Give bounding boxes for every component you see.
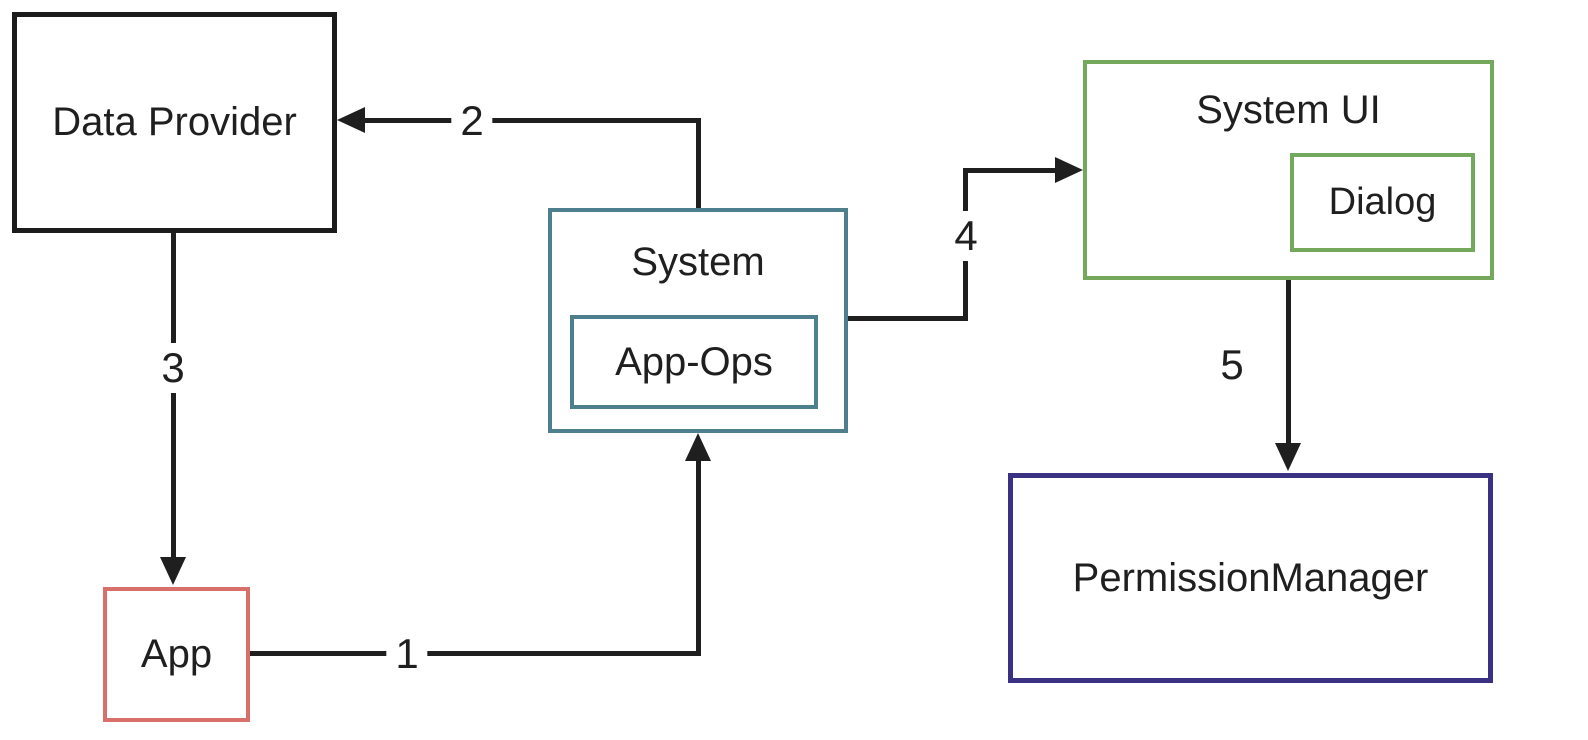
arrow-1-arrowhead-up-icon (685, 433, 711, 461)
edge-3-label: 3 (152, 343, 194, 393)
arrow-4-segment-horizontal-upper (963, 168, 1057, 173)
edge-2-label: 2 (451, 96, 493, 146)
edge-4-label: 4 (945, 211, 987, 261)
arrow-2-segment-horizontal (360, 118, 700, 123)
arrow-2-arrowhead-left-icon (337, 107, 365, 133)
node-dialog: Dialog (1290, 153, 1475, 252)
app-ops-label: App-Ops (615, 339, 773, 384)
arrow-5-arrowhead-down-icon (1275, 443, 1301, 471)
arrow-3-segment-vertical (171, 233, 176, 559)
node-data-provider: Data Provider (12, 12, 337, 233)
arrow-1-segment-horizontal (250, 651, 700, 656)
edge-5-label: 5 (1211, 340, 1253, 390)
node-permission-manager: PermissionManager (1008, 473, 1493, 683)
node-system-ui: System UI Dialog (1083, 60, 1494, 280)
arrow-4-arrowhead-right-icon (1055, 157, 1083, 183)
node-app: App (103, 587, 250, 722)
app-label: App (140, 632, 213, 676)
system-label: System (631, 239, 765, 284)
arrow-1-segment-vertical (696, 450, 701, 656)
arrow-5-segment-vertical (1286, 280, 1291, 446)
node-app-ops: App-Ops (570, 315, 818, 409)
edge-1-label: 1 (386, 629, 428, 679)
system-ui-label: System UI (1196, 87, 1381, 132)
node-system: System App-Ops (548, 208, 848, 433)
dialog-label: Dialog (1328, 181, 1437, 223)
arrow-2-segment-vertical (696, 118, 701, 210)
data-provider-label: Data Provider (52, 100, 297, 144)
permission-manager-label: PermissionManager (1072, 555, 1429, 600)
arrow-3-arrowhead-down-icon (160, 557, 186, 585)
arrow-4-segment-horizontal-lower (848, 316, 968, 321)
